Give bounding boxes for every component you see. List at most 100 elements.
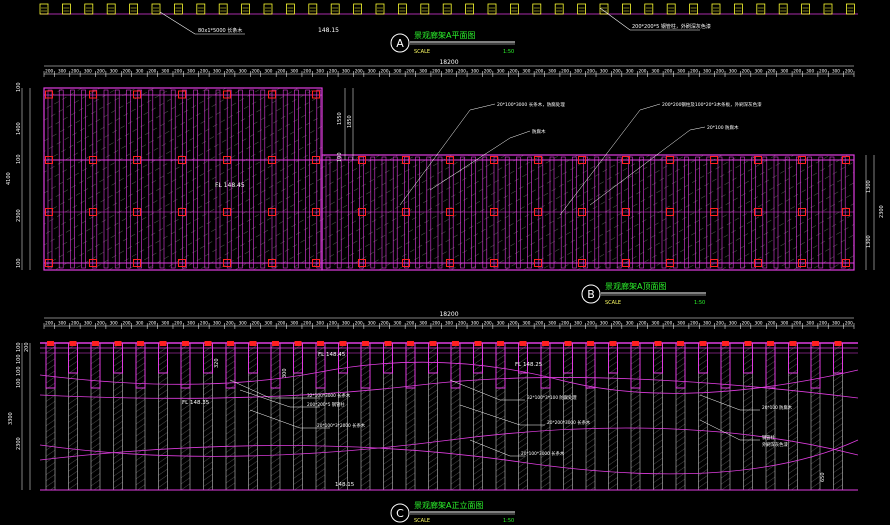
column-head bbox=[497, 341, 504, 346]
elev-level-3: FL 148.25 bbox=[515, 362, 543, 368]
elev-left-dim-3: 100 bbox=[16, 366, 22, 376]
column-head bbox=[474, 341, 482, 346]
dim-label: 300 bbox=[419, 69, 427, 74]
plan-post bbox=[842, 156, 850, 164]
dim-label: 300 bbox=[626, 69, 634, 74]
plan-total-dim: 18200 bbox=[439, 59, 458, 66]
top-elevation: 148.15 bbox=[318, 27, 339, 34]
plan-left-total: 4100 bbox=[6, 172, 12, 185]
top-left-note: 80x1*5000 长条木 bbox=[198, 27, 242, 34]
elev-left-dim-1: 100 bbox=[16, 342, 22, 352]
dim-label: 200 bbox=[613, 69, 621, 74]
plan-slat bbox=[215, 89, 221, 269]
top-column-symbol bbox=[84, 3, 94, 15]
plan-slats bbox=[47, 89, 846, 269]
dim-label: 300 bbox=[522, 69, 530, 74]
plan-post bbox=[178, 259, 186, 267]
elevation-column bbox=[248, 342, 258, 491]
top-column-symbol bbox=[39, 3, 49, 15]
dim-label: 200 bbox=[690, 321, 698, 326]
dim-label: 300 bbox=[780, 321, 788, 326]
plan-post bbox=[622, 208, 630, 216]
dim-label: 200 bbox=[638, 321, 646, 326]
plan-slat bbox=[271, 89, 277, 269]
top-column-symbol bbox=[442, 3, 452, 15]
plan-post bbox=[89, 259, 97, 267]
plan-post bbox=[754, 156, 762, 164]
plan-slat bbox=[305, 89, 310, 269]
top-column-symbol bbox=[173, 3, 183, 15]
dim-label: 300 bbox=[729, 321, 737, 326]
top-column-symbol bbox=[308, 3, 318, 15]
elevation-column bbox=[540, 342, 551, 491]
view-a-scale-label: SCALE bbox=[414, 49, 430, 55]
dim-label: 300 bbox=[187, 321, 195, 326]
dim-label: 200 bbox=[329, 69, 337, 74]
dim-label: 300 bbox=[574, 69, 582, 74]
elevation-column bbox=[585, 342, 596, 491]
plan-post bbox=[268, 259, 276, 267]
dim-label: 300 bbox=[393, 321, 401, 326]
top-column-strip bbox=[39, 3, 858, 15]
view-title-c: C 景观廊架A正立面图 SCALE 1:50 bbox=[390, 500, 515, 524]
plan-slat bbox=[549, 156, 555, 269]
plan-left-dim-4: 2300 bbox=[16, 209, 22, 222]
dim-label: 300 bbox=[522, 321, 530, 326]
dim-label: 300 bbox=[445, 69, 453, 74]
plan-post bbox=[89, 208, 97, 216]
elev-level-2: FL 148.35 bbox=[182, 400, 210, 406]
top-column-symbol bbox=[509, 3, 519, 15]
dim-label: 200 bbox=[432, 321, 440, 326]
dim-label: 300 bbox=[187, 69, 195, 74]
top-column-symbol bbox=[734, 3, 743, 15]
plan-right-dim-1: 1300 bbox=[866, 180, 872, 193]
dim-label: 300 bbox=[548, 321, 556, 326]
top-column-symbol bbox=[129, 3, 139, 15]
dim-label: 200 bbox=[767, 69, 775, 74]
plan-post bbox=[133, 90, 141, 99]
plan-slat bbox=[282, 89, 288, 269]
dim-label: 300 bbox=[832, 321, 840, 326]
elevation-column bbox=[113, 342, 123, 491]
elevation-column bbox=[338, 342, 348, 491]
plan-view: 18200 200 300 200 300 200 300 200 300 200 300 200 3… bbox=[6, 59, 885, 271]
plan-post bbox=[45, 156, 53, 164]
plan-slat bbox=[370, 156, 376, 269]
plan-slat bbox=[159, 89, 165, 269]
dim-label: 300 bbox=[677, 321, 685, 326]
dim-label: 200 bbox=[174, 69, 182, 74]
plan-slat bbox=[249, 89, 254, 269]
dim-label: 300 bbox=[264, 321, 272, 326]
elevation-column bbox=[653, 342, 663, 491]
plan-post bbox=[402, 259, 410, 267]
plan-slat bbox=[437, 156, 443, 269]
dim-label: 200 bbox=[561, 69, 569, 74]
top-column-symbol bbox=[106, 3, 116, 15]
dim-label: 200 bbox=[277, 321, 285, 326]
dim-label: 300 bbox=[135, 69, 143, 74]
plan-slat bbox=[650, 156, 656, 269]
plan-slat bbox=[114, 89, 120, 269]
dim-label: 200 bbox=[200, 69, 208, 74]
elevation-column bbox=[630, 342, 641, 491]
plan-post bbox=[842, 259, 850, 267]
top-column-symbol bbox=[420, 3, 430, 15]
column-head bbox=[227, 341, 234, 346]
dim-label: 300 bbox=[755, 321, 763, 326]
dim-label: 300 bbox=[729, 69, 737, 74]
top-column-symbol bbox=[285, 3, 295, 15]
elev-side-dim-3: 650 bbox=[820, 472, 826, 482]
plan-post bbox=[842, 208, 850, 216]
dim-label: 200 bbox=[252, 69, 260, 74]
elevation-column bbox=[315, 342, 326, 491]
plan-post bbox=[666, 259, 674, 267]
plan-slat bbox=[605, 156, 611, 269]
elevation-column bbox=[720, 342, 731, 491]
dim-label: 200 bbox=[690, 69, 698, 74]
plan-post bbox=[710, 156, 718, 164]
plan-post bbox=[312, 90, 320, 99]
plan-post bbox=[578, 208, 586, 216]
plan-callout-2: 防腐木 bbox=[532, 128, 546, 135]
dim-label: 200 bbox=[458, 69, 466, 74]
dim-label: 300 bbox=[161, 321, 169, 326]
